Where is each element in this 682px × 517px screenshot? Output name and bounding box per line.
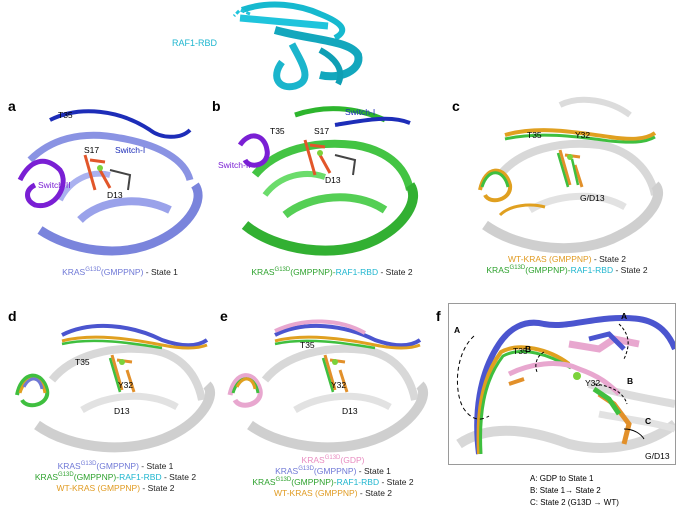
- panel-c-d13-label: G/D13: [580, 193, 605, 203]
- panel-d-t35-label: T35: [75, 357, 90, 367]
- panel-a-d13-label: D13: [107, 190, 123, 200]
- panel-c-letter: c: [452, 98, 460, 114]
- caption-line: KRASG13D(GMPPNP)-RAF1-RBD - State 2: [486, 265, 648, 275]
- legend-item-c: C: State 2 (G13D → WT): [530, 498, 619, 507]
- panel-d-caption: KRASG13D(GMPPNP) - State 1 KRASG13D(GMPP…: [8, 461, 223, 494]
- panel-e-caption: KRASG13D(GDP) KRASG13D(GMPPNP) - State 1…: [222, 455, 444, 499]
- panel-e-structure: [227, 319, 429, 453]
- raf1-rbd-structure: [232, 1, 363, 91]
- caption-line: WT-KRAS (GMPPNP) - State 2: [56, 483, 175, 493]
- panel-f-arrow-b-left-label: B: [525, 344, 532, 354]
- panel-e-y32-label: Y32: [331, 380, 347, 390]
- caption-line: KRASG13D(GMPPNP)-RAF1-RBD - State 2: [251, 267, 413, 277]
- panel-f-arrow-a-left-label: A: [454, 325, 461, 335]
- panel-f-zoom-box: A A B B C T35 Y32 G/D13: [448, 303, 676, 465]
- panel-f-structure: [456, 315, 675, 455]
- legend-item-b: B: State 1→ State 2: [530, 486, 601, 495]
- panel-f-letter: f: [436, 308, 441, 324]
- panel-e-t35-label: T35: [300, 340, 315, 350]
- panel-a-s17-label: S17: [84, 145, 100, 155]
- panel-d-y32-label: Y32: [118, 380, 134, 390]
- panel-f-arrow-a-right-label: A: [621, 311, 628, 321]
- panel-c-structure: [478, 96, 664, 254]
- caption-line: KRASG13D(GMPPNP) - State 1: [275, 466, 391, 476]
- panel-f-arrow-c-label: C: [645, 416, 652, 426]
- panel-d-d13-label: D13: [114, 406, 130, 416]
- panel-f-arrow-b-right-label: B: [627, 376, 634, 386]
- caption-line: WT-KRAS (GMPPNP) - State 2: [507, 254, 627, 264]
- panel-d-structure: [15, 324, 216, 453]
- caption-line: WT-KRAS (GMPPNP) - State 2: [273, 488, 393, 498]
- panel-c-t35-label: T35: [527, 130, 542, 140]
- caption-line: KRASG13D(GMPPNP) - State 1: [57, 461, 174, 471]
- panel-d-letter: d: [8, 308, 17, 324]
- panel-b-switch2-label: Switch-II: [218, 160, 251, 170]
- raf1-rbd-label: RAF1-RBD: [172, 38, 218, 48]
- panel-c-caption: WT-KRAS (GMPPNP) - State 2 KRASG13D(GMPP…: [456, 254, 678, 276]
- panel-a-t35-label: T35: [58, 110, 73, 120]
- panel-b-s17-label: S17: [314, 126, 330, 136]
- panel-b-letter: b: [212, 98, 221, 114]
- panel-b-structure: [237, 106, 419, 256]
- panel-f-d13-label: G/D13: [645, 451, 670, 461]
- panel-a-switch1-label: Switch-I: [115, 145, 146, 155]
- caption-line: KRASG13D(GDP): [301, 455, 365, 465]
- panel-b-t35-label: T35: [270, 126, 285, 136]
- caption-line: KRASG13D(GMPPNP)-RAF1-RBD - State 2: [34, 472, 197, 482]
- panel-c-y32-label: Y32: [575, 130, 591, 140]
- panel-e-d13-label: D13: [342, 406, 358, 416]
- panel-a-structure: [17, 109, 203, 256]
- panel-f-legend: A: GDP to State 1 B: State 1→ State 2 C:…: [530, 473, 619, 509]
- panel-a-switch2-label: Switch-II: [38, 180, 71, 190]
- caption-line: KRASG13D(GMPPNP) - State 1: [62, 267, 178, 277]
- panel-b-caption: KRASG13D(GMPPNP)-RAF1-RBD - State 2: [222, 267, 442, 278]
- panel-a-caption: KRASG13D(GMPPNP) - State 1: [30, 267, 210, 278]
- panel-b-switch1-label: Switch-I: [345, 107, 376, 117]
- panel-f-t35-label: T35: [513, 346, 528, 356]
- panel-a-letter: a: [8, 98, 16, 114]
- caption-line: KRASG13D(GMPPNP)-RAF1-RBD - State 2: [252, 477, 414, 487]
- legend-item-a: A: GDP to State 1: [530, 474, 594, 483]
- panel-b-d13-label: D13: [325, 175, 341, 185]
- panel-e-letter: e: [220, 308, 228, 324]
- panel-f-y32-label: Y32: [585, 378, 601, 388]
